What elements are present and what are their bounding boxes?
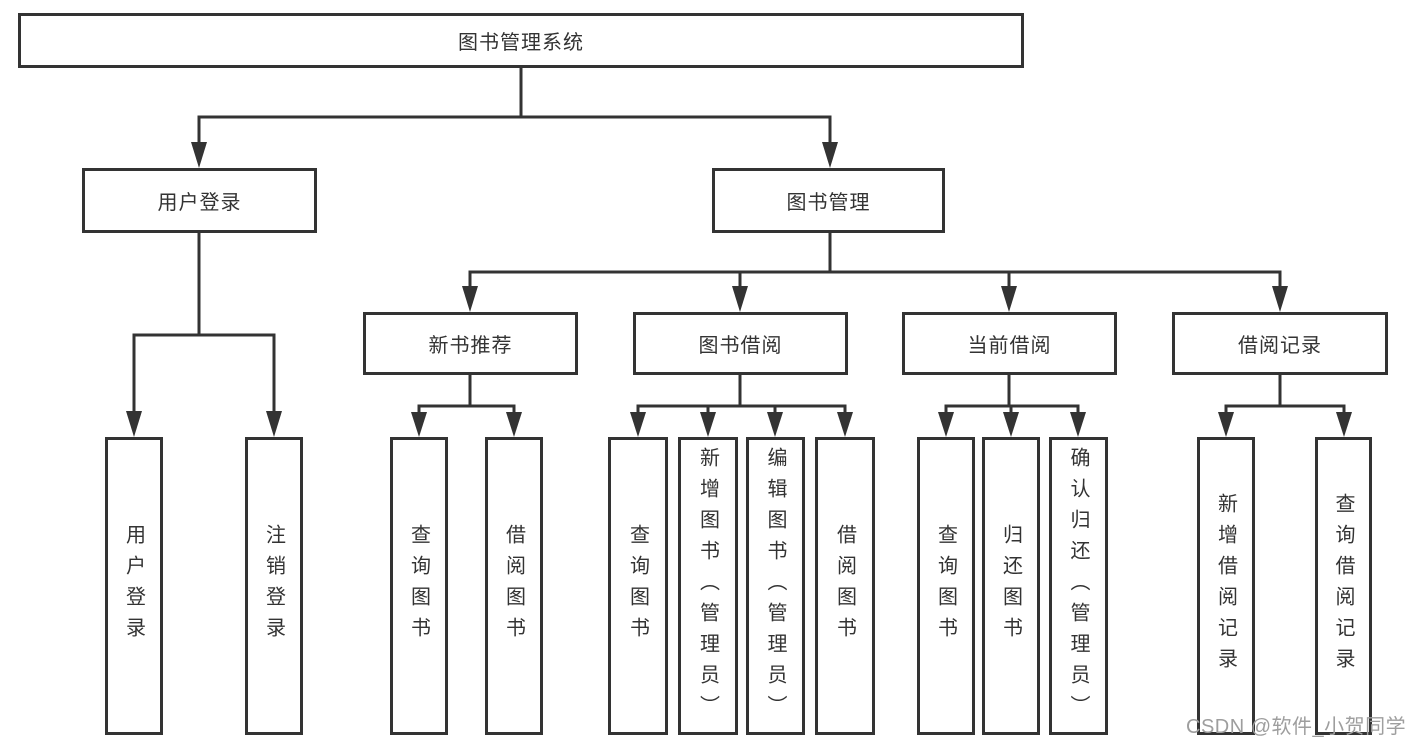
node-leaf-confirm-return-admin-label: 确认归还（管理员） bbox=[1067, 446, 1089, 726]
connector-borrow-record-to-leaves bbox=[1218, 375, 1352, 437]
node-leaf-edit-book-admin: 编辑图书（管理员） bbox=[746, 437, 805, 735]
node-leaf-return-book-label: 归还图书 bbox=[999, 524, 1022, 648]
node-leaf-borrow-book-label: 借阅图书 bbox=[833, 524, 856, 648]
connector-user-login-to-leaves bbox=[126, 233, 282, 437]
node-book-borrow: 图书借阅 bbox=[633, 312, 848, 375]
node-book-management-label: 图书管理 bbox=[786, 192, 871, 214]
node-leaf-recommend-query-book: 查询图书 bbox=[390, 437, 448, 735]
node-root-label: 图书管理系统 bbox=[458, 32, 584, 54]
node-leaf-add-borrow-record: 新增借阅记录 bbox=[1197, 437, 1255, 735]
connector-current-borrow-to-leaves bbox=[938, 375, 1086, 437]
node-user-login: 用户登录 bbox=[82, 168, 317, 233]
node-leaf-current-query-book-label: 查询图书 bbox=[934, 524, 957, 648]
node-leaf-return-book: 归还图书 bbox=[982, 437, 1040, 735]
connector-book-management-to-level3 bbox=[462, 233, 1288, 312]
node-book-management: 图书管理 bbox=[712, 168, 945, 233]
node-leaf-user-login-label: 用户登录 bbox=[122, 524, 145, 648]
node-leaf-user-login: 用户登录 bbox=[105, 437, 163, 735]
node-leaf-edit-book-admin-label: 编辑图书（管理员） bbox=[764, 446, 786, 726]
csdn-watermark: CSDN @软件_小贺同学 bbox=[1186, 716, 1405, 738]
node-leaf-add-book-admin-label: 新增图书（管理员） bbox=[696, 446, 719, 726]
node-leaf-recommend-borrow-book: 借阅图书 bbox=[485, 437, 543, 735]
node-leaf-current-query-book: 查询图书 bbox=[917, 437, 975, 735]
node-leaf-borrow-book: 借阅图书 bbox=[815, 437, 875, 735]
node-current-borrow: 当前借阅 bbox=[902, 312, 1117, 375]
connector-root-to-level2 bbox=[191, 68, 838, 168]
node-leaf-borrow-query-book: 查询图书 bbox=[608, 437, 668, 735]
node-user-login-label: 用户登录 bbox=[157, 192, 242, 214]
node-leaf-add-borrow-record-label: 新增借阅记录 bbox=[1214, 493, 1237, 679]
node-new-book-recommend: 新书推荐 bbox=[363, 312, 578, 375]
node-leaf-confirm-return-admin: 确认归还（管理员） bbox=[1049, 437, 1108, 735]
node-leaf-recommend-borrow-book-label: 借阅图书 bbox=[502, 524, 525, 648]
node-new-book-recommend-label: 新书推荐 bbox=[428, 335, 513, 357]
node-leaf-add-book-admin: 新增图书（管理员） bbox=[678, 437, 738, 735]
node-borrow-record-label: 借阅记录 bbox=[1238, 335, 1322, 357]
node-leaf-logout: 注销登录 bbox=[245, 437, 303, 735]
node-leaf-query-borrow-record: 查询借阅记录 bbox=[1315, 437, 1372, 735]
node-book-borrow-label: 图书借阅 bbox=[698, 335, 783, 357]
node-borrow-record: 借阅记录 bbox=[1172, 312, 1388, 375]
node-leaf-logout-label: 注销登录 bbox=[262, 524, 285, 648]
connector-book-borrow-to-leaves bbox=[630, 375, 853, 437]
node-leaf-query-borrow-record-label: 查询借阅记录 bbox=[1332, 493, 1354, 679]
node-current-borrow-label: 当前借阅 bbox=[967, 335, 1052, 357]
node-leaf-recommend-query-book-label: 查询图书 bbox=[407, 524, 430, 648]
connector-new-book-recommend-to-leaves bbox=[411, 375, 522, 437]
node-root: 图书管理系统 bbox=[18, 13, 1024, 68]
node-leaf-borrow-query-book-label: 查询图书 bbox=[626, 524, 649, 648]
